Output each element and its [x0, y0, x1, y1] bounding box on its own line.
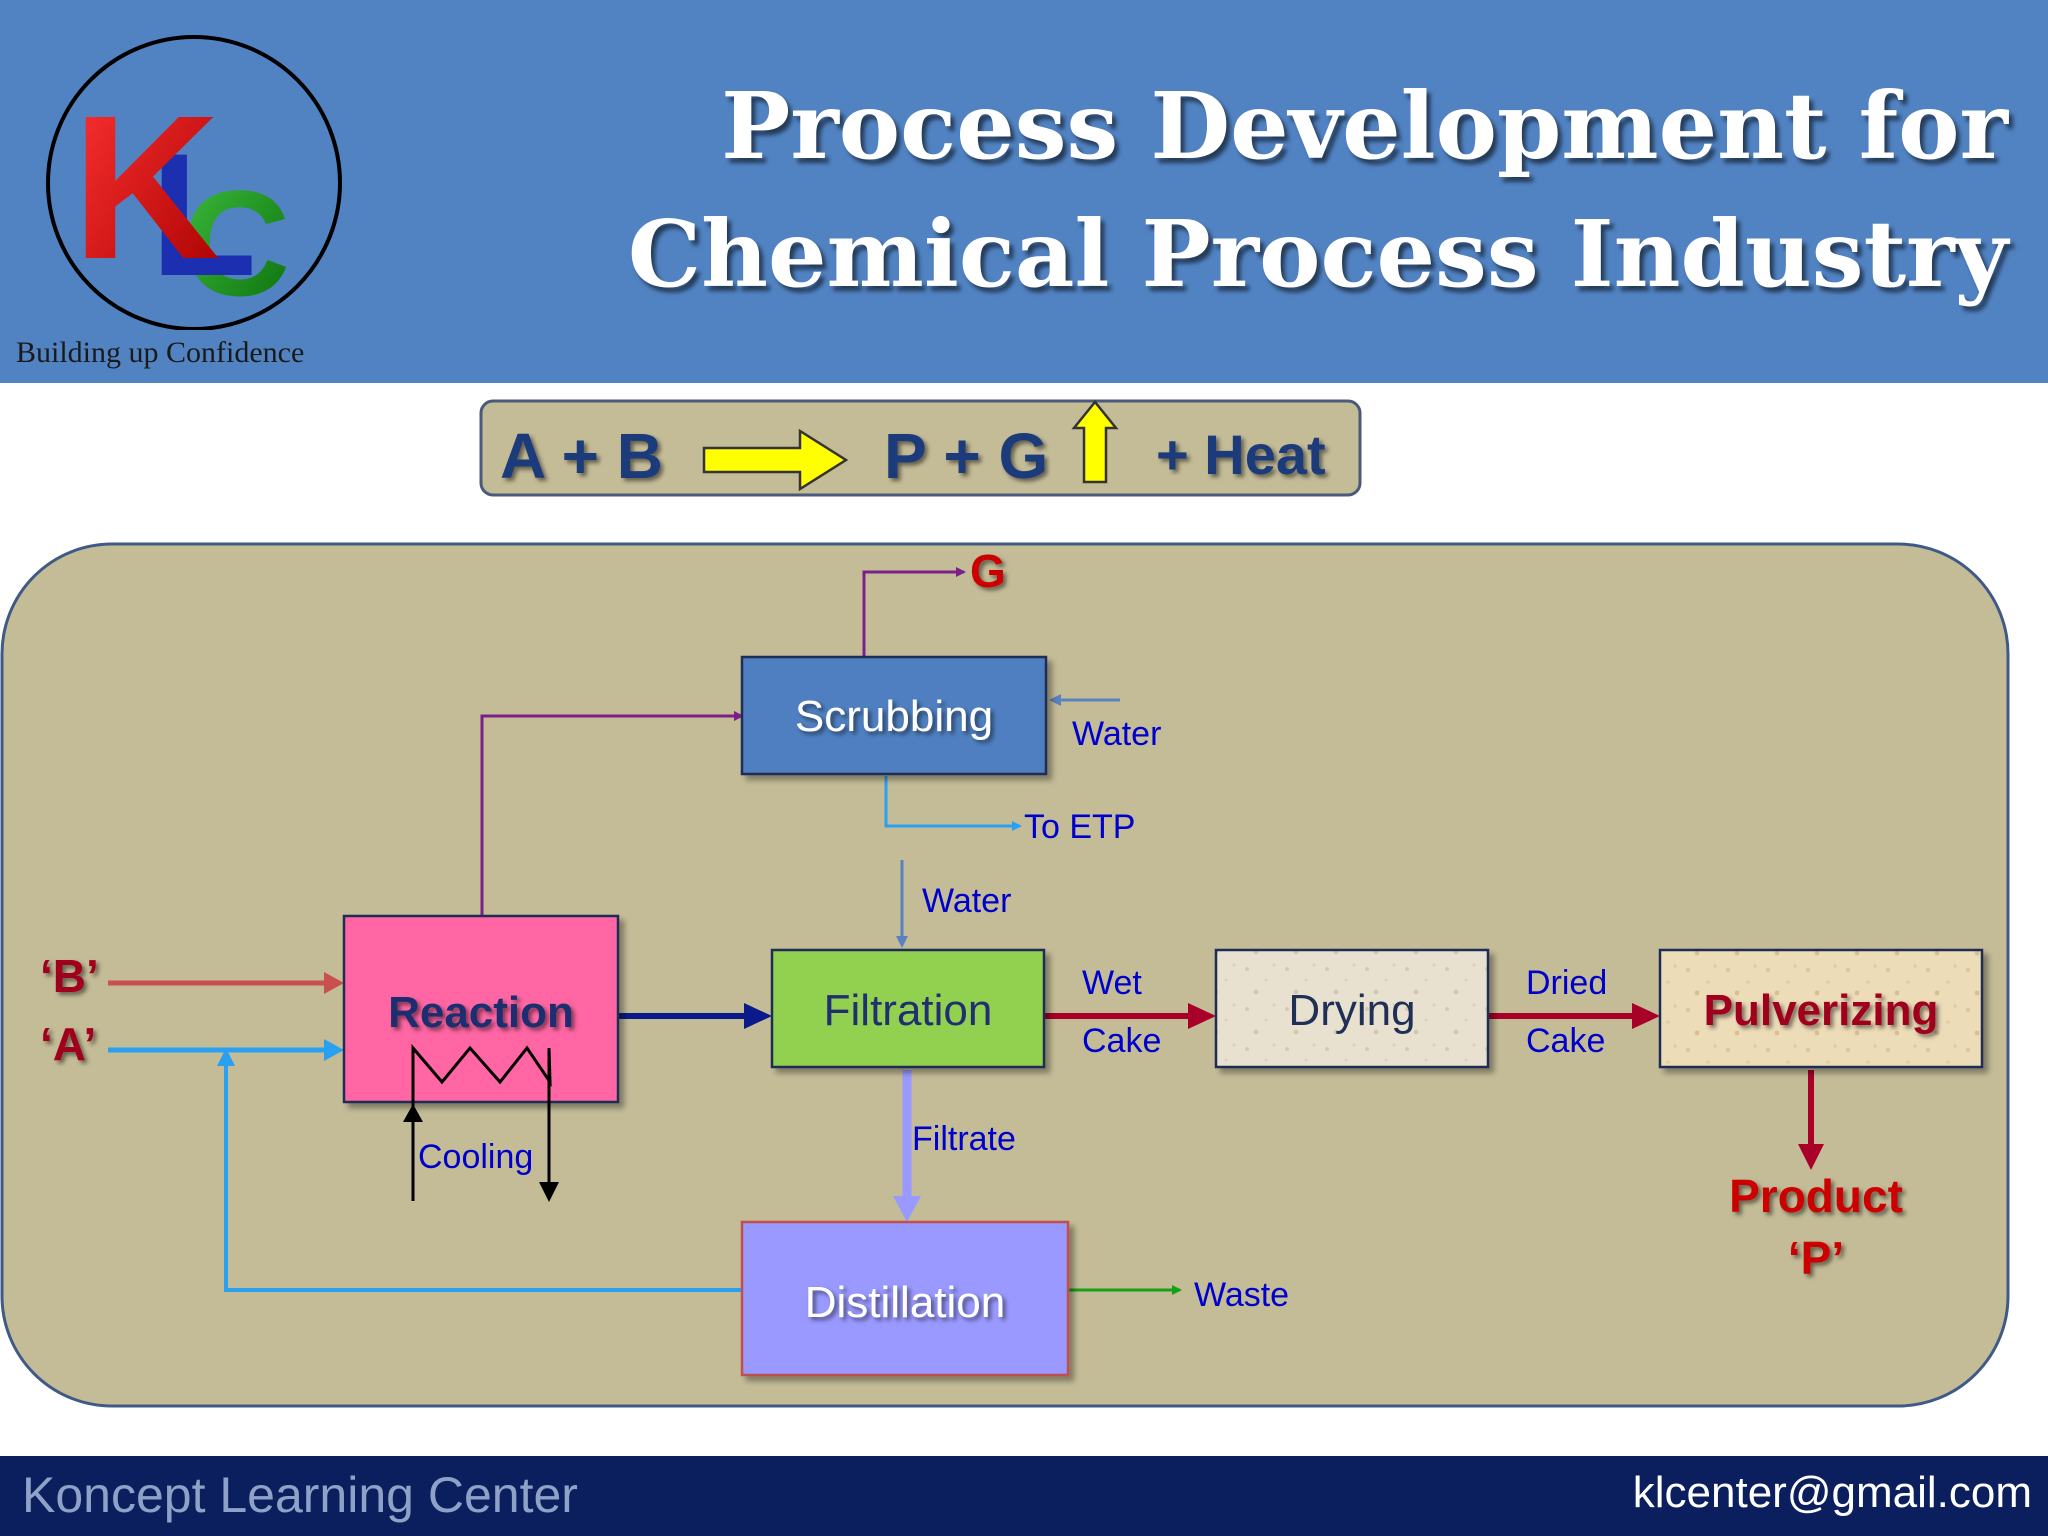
header-banner: C L K Building up Confidence Process Dev…	[0, 0, 2048, 383]
scrubber-to-etp-line	[884, 776, 1022, 831]
filter-water-label: Water	[922, 882, 1011, 920]
gas-evolution-arrow	[1071, 400, 1119, 484]
reaction-unit: Reaction	[342, 914, 620, 1104]
equation-box	[479, 399, 1362, 497]
reaction-equation: A + B P + G + Heat	[479, 399, 1362, 497]
footer-bar: Koncept Learning Center klcenter@gmail.c…	[0, 1456, 2048, 1536]
distillation-label: Distillation	[805, 1278, 1006, 1327]
scrubbing-unit: Scrubbing	[740, 655, 1048, 776]
cooling-outlet-arrowhead	[539, 1182, 559, 1202]
filtration-unit: Filtration	[770, 948, 1046, 1069]
drying-unit: Drying	[1214, 948, 1490, 1069]
footer-email[interactable]: klcenter@gmail.com	[1632, 1468, 2032, 1517]
reaction-to-filtration-arrowhead	[744, 1003, 772, 1029]
logo-ring	[46, 35, 342, 330]
pulverizing-label: Pulverizing	[1704, 986, 1939, 1035]
logo-letter-c: C	[182, 159, 290, 327]
distillation-unit: Distillation	[740, 1220, 1070, 1377]
feed-b-label: ‘B’	[40, 950, 99, 1002]
page-title: Process Development for Chemical Process…	[508, 62, 2008, 318]
cooling-inlet-arrowhead	[403, 1104, 423, 1122]
pulverizing-unit: Pulverizing	[1658, 948, 1984, 1069]
filtrate-label: Filtrate	[912, 1120, 1016, 1158]
equation-products: P + G	[884, 420, 1048, 492]
gas-g-outlet-line	[862, 567, 966, 657]
dried-cake-label: Cake	[1526, 1022, 1605, 1060]
waste-label: Waste	[1194, 1276, 1289, 1314]
scrubbing-label: Scrubbing	[795, 692, 993, 741]
klc-logo: C L K	[46, 35, 342, 330]
drying-label: Drying	[1288, 986, 1415, 1035]
wet-cake-arrowhead	[1188, 1003, 1216, 1029]
scrubber-water-label: Water	[1072, 715, 1161, 753]
product-label-line-1: Product	[1729, 1170, 1903, 1222]
process-diagram: A + B P + G + Heat	[0, 399, 2010, 1408]
recycle-arrowhead	[217, 1048, 235, 1066]
feed-a-label: ‘A’	[40, 1018, 96, 1070]
wet-cake-label: Cake	[1082, 1022, 1161, 1060]
equation-yield-arrow	[702, 428, 849, 492]
logo-tagline: Building up Confidence	[16, 336, 305, 369]
gas-g-label: G	[970, 545, 1006, 597]
footer-organization: Koncept Learning Center	[22, 1467, 578, 1523]
equation-heat: + Heat	[1156, 423, 1326, 486]
wet-label: Wet	[1082, 964, 1142, 1002]
dried-label: Dried	[1526, 964, 1607, 1002]
feed-b-arrowhead	[324, 972, 344, 994]
cooling-label: Cooling	[418, 1138, 533, 1176]
page-title-line-1: Process Development for	[721, 72, 2008, 180]
logo-letter-l: L	[150, 118, 257, 313]
equation-reactants: A + B	[500, 420, 663, 492]
stream-lines	[108, 567, 1824, 1295]
solvent-recycle-line	[224, 1060, 742, 1292]
product-label-line-2: ‘P’	[1788, 1232, 1844, 1284]
page-title-line-2: Chemical Process Industry	[627, 200, 2008, 308]
filtration-label: Filtration	[824, 986, 993, 1035]
filtrate-arrowhead	[893, 1196, 921, 1222]
vent-to-scrubber-line	[480, 711, 744, 916]
logo-letter-k: K	[72, 73, 220, 302]
dried-cake-arrowhead	[1632, 1003, 1660, 1029]
reaction-label: Reaction	[388, 988, 574, 1037]
product-outlet-arrowhead	[1798, 1144, 1824, 1170]
to-etp-label: To ETP	[1024, 808, 1135, 846]
feed-a-arrowhead	[324, 1039, 344, 1061]
cooling-coil	[403, 1043, 559, 1202]
